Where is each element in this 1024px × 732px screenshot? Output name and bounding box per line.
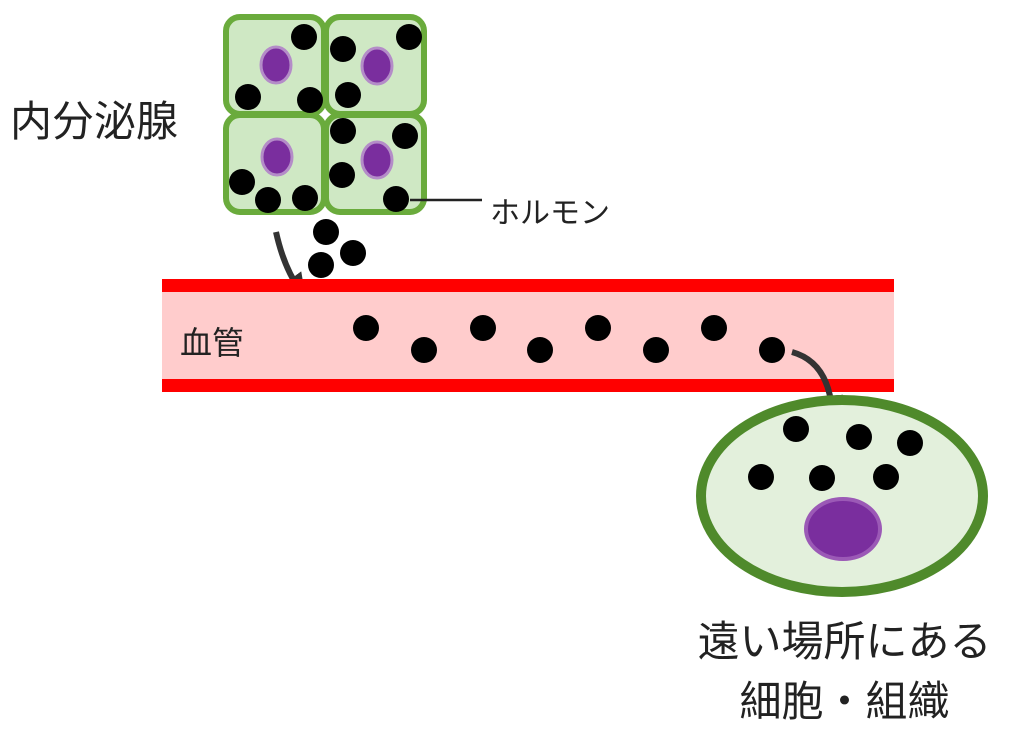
cell-nucleus <box>360 46 394 86</box>
hormone-dot <box>308 252 334 278</box>
hormone-dot <box>396 24 422 50</box>
hormone-dot <box>383 186 409 212</box>
hormone-dot <box>229 169 255 195</box>
hormone-dot <box>329 162 355 188</box>
blood-vessel-label: 血管 <box>180 324 245 362</box>
vessel-wall-bottom <box>162 379 894 392</box>
hormone-dot <box>235 84 261 110</box>
hormone-dot <box>411 337 437 363</box>
hormone-dot <box>846 424 872 450</box>
hormone-dot <box>353 315 379 341</box>
hormone-dot <box>897 430 923 456</box>
hormone-dot <box>297 87 323 113</box>
cell-nucleus <box>360 140 394 180</box>
hormone-dot <box>330 36 356 62</box>
cell-nucleus <box>259 45 293 85</box>
hormone-dot <box>873 464 899 490</box>
target-cell-label: 遠い場所にある 細胞・組織 <box>672 612 1017 732</box>
hormone-dot <box>392 123 418 149</box>
target-cell-nucleus <box>804 497 882 561</box>
hormone-dot <box>701 315 727 341</box>
vessel-wall-top <box>162 279 894 292</box>
target-cell-label-line1: 遠い場所にある <box>697 617 992 666</box>
hormone-dot <box>291 24 317 50</box>
hormone-dot <box>292 185 318 211</box>
cell-nucleus <box>260 137 294 177</box>
target-cell-label-line2: 細胞・組織 <box>739 677 950 726</box>
hormone-dot <box>527 337 553 363</box>
hormone-dot <box>255 187 281 213</box>
hormone-dot <box>470 315 496 341</box>
hormone-dot <box>809 465 835 491</box>
hormone-dot <box>340 240 366 266</box>
target-cell-membrane <box>696 395 988 597</box>
hormone-dot <box>330 118 356 144</box>
hormone-dot <box>783 416 809 442</box>
hormone-dot <box>335 82 361 108</box>
blood-vessel <box>162 279 894 392</box>
endocrine-gland-label: 内分泌腺 <box>10 97 179 146</box>
vessel-lumen <box>162 285 894 387</box>
hormone-dot <box>748 464 774 490</box>
hormone-dot <box>759 337 785 363</box>
hormone-dot <box>585 315 611 341</box>
endocrine-gland <box>223 14 427 278</box>
hormone-dot <box>643 337 669 363</box>
hormone-label: ホルモン <box>490 196 610 231</box>
target-cell <box>696 395 988 597</box>
hormone-dot <box>313 219 339 245</box>
